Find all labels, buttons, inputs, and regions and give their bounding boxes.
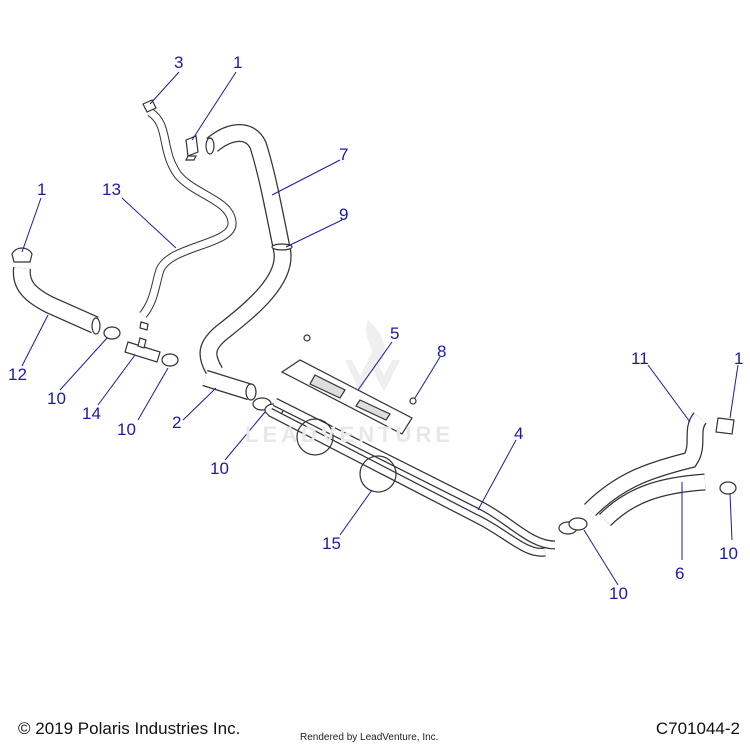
part-6-hose <box>598 473 706 527</box>
callout-10-c: 10 <box>210 459 229 478</box>
callout-8: 8 <box>437 342 447 361</box>
callout-1-left: 1 <box>37 180 47 199</box>
callout-3: 3 <box>174 53 184 72</box>
callout-5: 5 <box>390 324 400 343</box>
callout-1-top: 1 <box>233 53 243 72</box>
callout-10-e: 10 <box>609 584 628 603</box>
part-10-clamps-right <box>558 481 737 535</box>
part-1-clamp-top <box>185 135 199 161</box>
callout-13: 13 <box>102 180 121 199</box>
part-2-hose <box>202 369 257 401</box>
part-1-clamp-left <box>11 247 33 263</box>
copyright-text: © 2019 Polaris Industries Inc. <box>18 719 241 738</box>
part-11-hose <box>583 412 708 517</box>
part-5-heat-shield <box>280 359 413 435</box>
callout-4: 4 <box>514 424 524 443</box>
part-3-clamp <box>142 99 157 113</box>
callout-10-d: 10 <box>719 544 738 563</box>
leader-lines <box>21 71 739 586</box>
part-9-clamp <box>271 243 293 251</box>
diagram-code: C701044-2 <box>655 719 740 738</box>
callout-9: 9 <box>339 205 349 224</box>
part-1-clamp-right <box>715 417 735 435</box>
part-14-tee <box>124 321 161 363</box>
part-12-hose <box>12 266 101 335</box>
watermark-text: LEADVENTURE <box>245 422 455 447</box>
callout-2: 2 <box>172 413 182 432</box>
part-10-clamps-left <box>103 326 284 417</box>
callout-6: 6 <box>675 564 685 583</box>
part-8-bolts <box>303 334 417 405</box>
part-13-hose <box>139 108 237 318</box>
callout-7: 7 <box>339 145 349 164</box>
callout-12: 12 <box>8 365 27 384</box>
callout-1-right: 1 <box>734 349 744 368</box>
callout-15: 15 <box>322 534 341 553</box>
part-7-hose <box>199 124 292 377</box>
rendered-by-text: Rendered by LeadVenture, Inc. <box>300 732 439 743</box>
callout-14: 14 <box>82 404 101 423</box>
callout-10-a: 10 <box>47 389 66 408</box>
part-15-brackets <box>296 418 397 493</box>
callout-10-b: 10 <box>117 420 136 439</box>
callout-11: 11 <box>631 349 649 368</box>
part-4-tubes <box>267 397 556 557</box>
